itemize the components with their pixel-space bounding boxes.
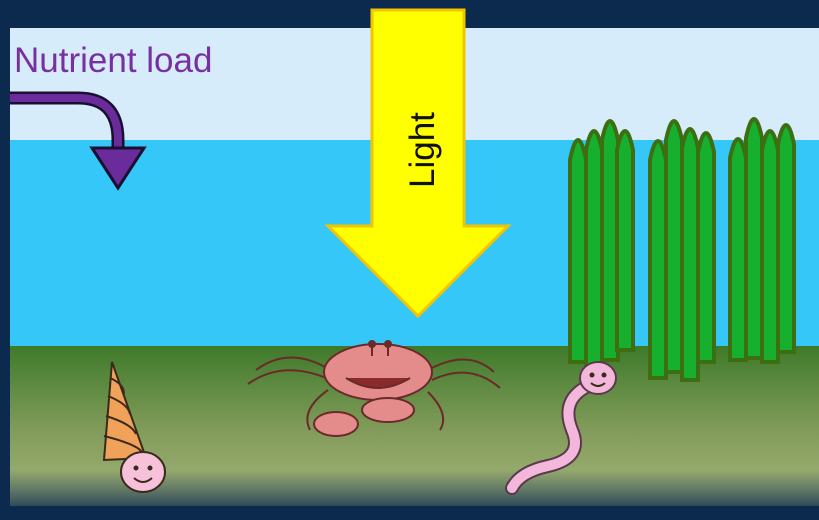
seagrass-blade [730,139,746,360]
seagrass-icon [570,119,794,380]
seagrass-blade [650,141,666,378]
seagrass-blade [617,131,633,350]
seagrass-blade [570,140,586,362]
seagrass-blade [586,131,602,368]
seagrass-blade [762,131,778,362]
light-label: Light [403,112,442,188]
seagrass-blade [778,125,794,352]
seagrass-blade [666,121,682,372]
nutrient-load-label: Nutrient load [14,41,212,80]
seagrass-blade [746,119,762,358]
seagrass-blade [682,129,698,380]
seagrass-blade [698,133,714,362]
